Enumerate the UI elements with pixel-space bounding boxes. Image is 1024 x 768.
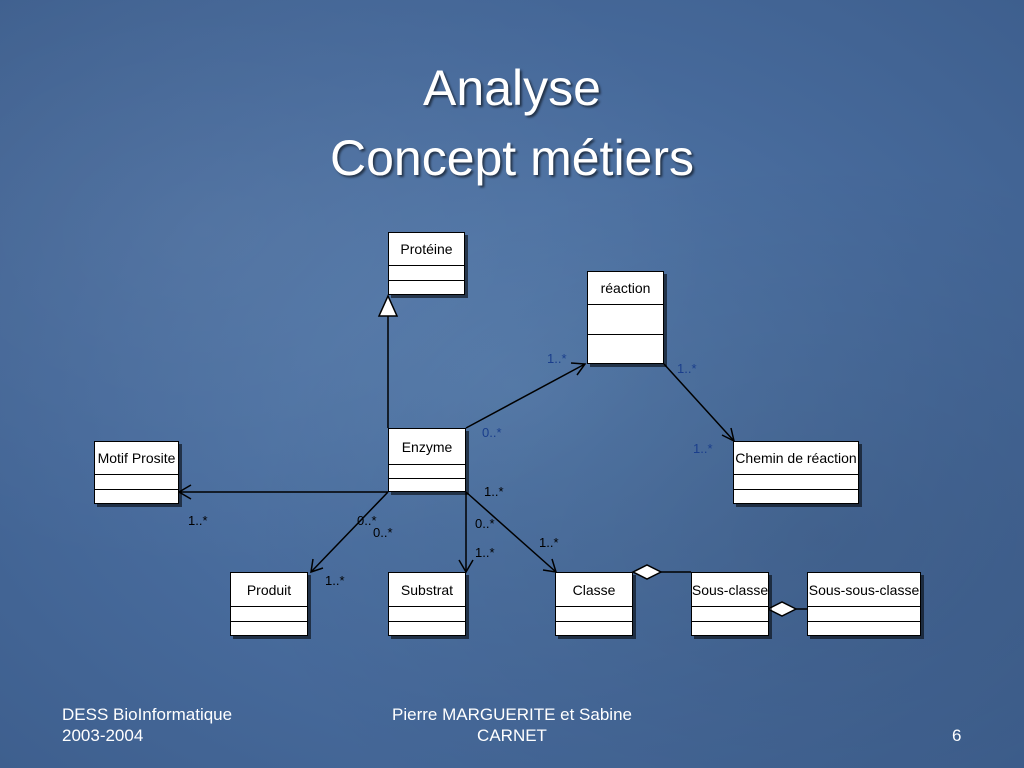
class-sous-classe: Sous-classe <box>691 572 769 636</box>
multiplicity-label: 1..* <box>547 351 567 366</box>
arrowhead-produit <box>310 558 324 574</box>
multiplicity-label: 1..* <box>475 545 495 560</box>
assoc-enzyme-reaction <box>465 363 586 429</box>
class-name: Substrat <box>389 573 465 607</box>
multiplicity-label: 0..* <box>373 525 393 540</box>
multiplicity-label: 0..* <box>357 513 377 528</box>
class-motif-prosite: Motif Prosite <box>94 441 179 504</box>
class-operations <box>588 335 663 362</box>
class-attributes <box>389 266 464 281</box>
arrowhead-substrat <box>458 559 474 574</box>
class-classe: Classe <box>555 572 633 636</box>
aggregation-diamond-sousclasse <box>766 601 798 617</box>
class-produit: Produit <box>230 572 308 636</box>
class-attributes <box>692 607 768 622</box>
class-name: Produit <box>231 573 307 607</box>
class-operations <box>389 281 464 293</box>
class-operations <box>808 622 920 634</box>
footer-authors-line1: Pierre MARGUERITE et Sabine <box>392 705 632 724</box>
class-attributes <box>734 475 858 490</box>
class-name: Classe <box>556 573 632 607</box>
assoc-enzyme-produit <box>310 491 389 573</box>
class-operations <box>389 622 465 634</box>
class-name: Chemin de réaction <box>734 442 858 475</box>
class-name: réaction <box>588 272 663 305</box>
class-attributes <box>556 607 632 622</box>
class-name: Sous-sous-classe <box>808 573 920 607</box>
class-attributes <box>389 465 465 479</box>
class-substrat: Substrat <box>388 572 466 636</box>
multiplicity-label: 0..* <box>482 425 502 440</box>
class-attributes <box>389 607 465 622</box>
footer-year: 2003-2004 <box>62 726 144 745</box>
multiplicity-label: 1..* <box>539 535 559 550</box>
class-attributes <box>231 607 307 622</box>
class-operations <box>556 622 632 634</box>
footer-left: DESS BioInformatique 2003-2004 <box>62 704 232 746</box>
assoc-enzyme-classe <box>465 491 557 573</box>
aggregation-diamond-classe <box>631 564 663 580</box>
multiplicity-label: 1..* <box>484 484 504 499</box>
slide-title-line2: Concept métiers <box>329 130 695 186</box>
class-attributes <box>588 305 663 335</box>
class-attributes <box>808 607 920 622</box>
generalization-arrowhead <box>377 294 399 317</box>
multiplicity-label: 1..* <box>677 361 697 376</box>
footer-course: DESS BioInformatique <box>62 705 233 724</box>
arrowhead-motif <box>177 484 192 500</box>
multiplicity-label: 1..* <box>188 513 208 528</box>
footer-center: Pierre MARGUERITE et Sabine CARNET <box>362 704 662 746</box>
class-proteine: Protéine <box>388 232 465 295</box>
class-name: Motif Prosite <box>95 442 178 475</box>
class-name: Sous-classe <box>692 573 768 607</box>
arrowhead-reaction <box>570 362 587 376</box>
class-operations <box>692 622 768 634</box>
class-attributes <box>95 475 178 490</box>
multiplicity-label: 1..* <box>693 441 713 456</box>
footer-authors-line2: CARNET <box>477 726 547 745</box>
slide-title-line1: Analyse <box>423 60 601 116</box>
multiplicity-label: 0..* <box>475 516 495 531</box>
class-operations <box>95 490 178 502</box>
class-enzyme: Enzyme <box>388 428 466 492</box>
class-name: Protéine <box>389 233 464 266</box>
class-reaction: réaction <box>587 271 664 364</box>
multiplicity-label: 1..* <box>325 573 345 588</box>
slide-number: 6 <box>952 726 962 745</box>
class-chemin-de-reaction: Chemin de réaction <box>733 441 859 504</box>
class-name: Enzyme <box>389 429 465 465</box>
assoc-reaction-chemin <box>663 363 735 442</box>
class-operations <box>734 490 858 502</box>
class-operations <box>231 622 307 634</box>
class-sous-sous-classe: Sous-sous-classe <box>807 572 921 636</box>
class-operations <box>389 479 465 491</box>
